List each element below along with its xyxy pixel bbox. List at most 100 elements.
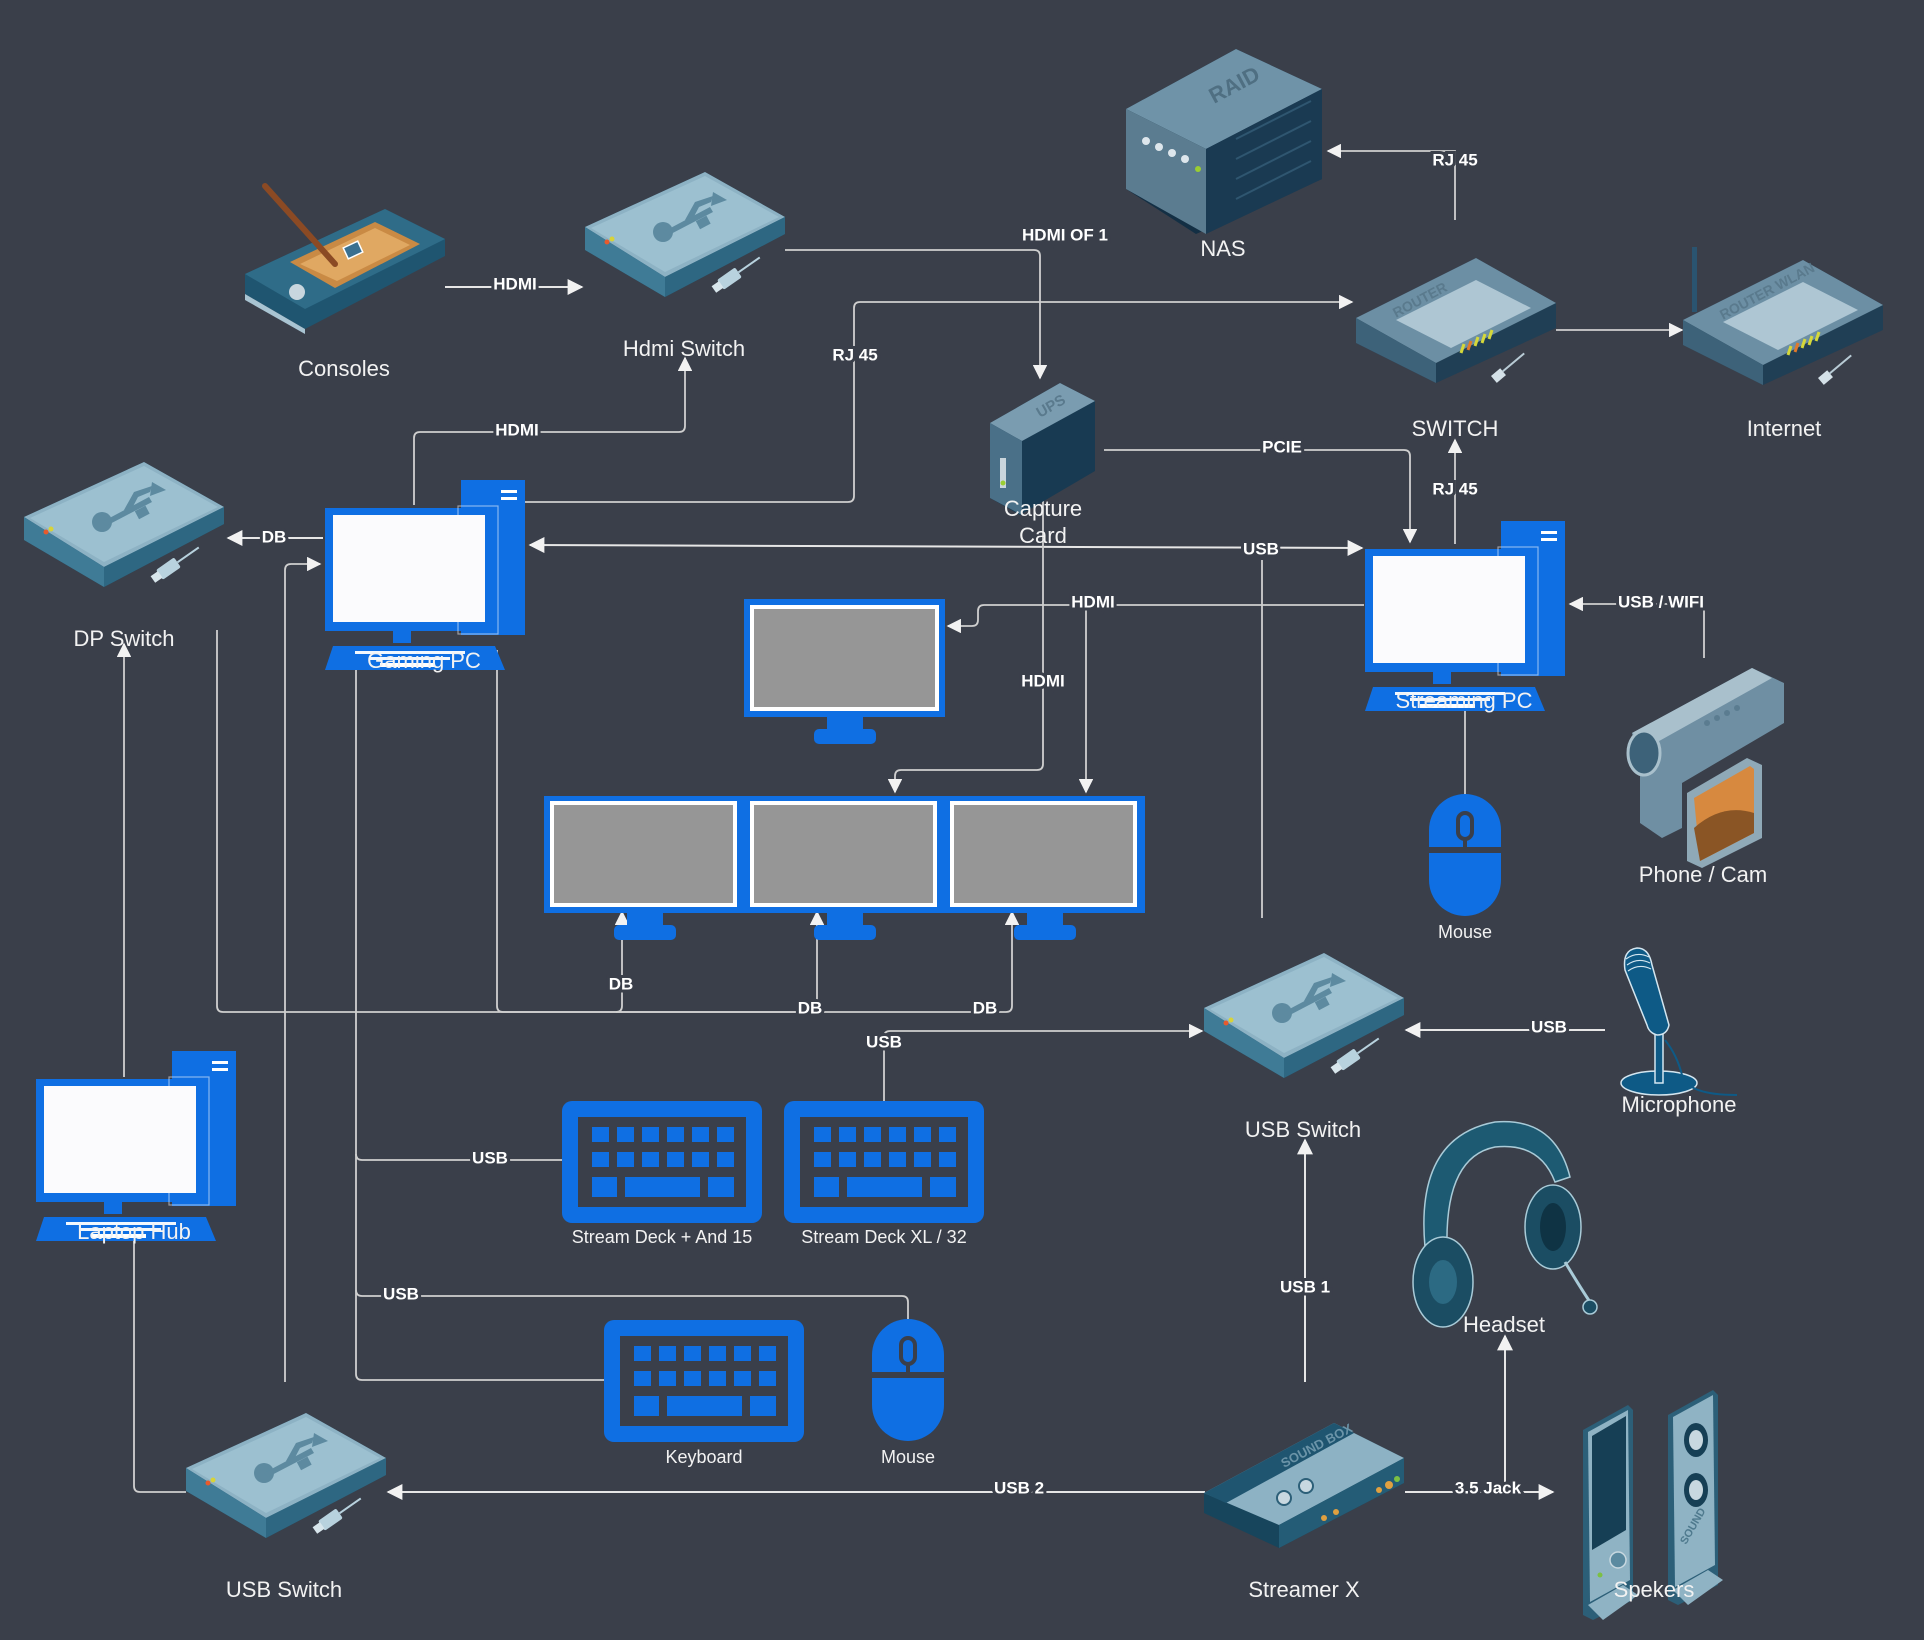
node-consoles[interactable]: Consoles bbox=[245, 183, 445, 381]
connection-labels: HDMI HDMI OF 1 HDMI RJ 45 RJ 45 RJ 45 PC… bbox=[259, 147, 1707, 1500]
headset-icon bbox=[1412, 1120, 1598, 1328]
monitor-icon bbox=[744, 599, 945, 744]
keyboard-icon bbox=[604, 1320, 804, 1442]
node-gaming-pc[interactable]: Gaming PC bbox=[324, 479, 526, 673]
wire-switch-nas bbox=[1326, 143, 1456, 220]
label-db-dp: DB bbox=[262, 527, 287, 546]
keyboard-label: Keyboard bbox=[665, 1447, 742, 1467]
wire-gaming-switch-rj45 bbox=[525, 294, 1354, 503]
label-pcie: PCIE bbox=[1262, 437, 1302, 456]
node-usb-switch-right[interactable]: USB Switch bbox=[1203, 952, 1405, 1142]
streamer-x-label: Streamer X bbox=[1248, 1577, 1360, 1602]
desktop-computer-icon bbox=[324, 479, 526, 671]
node-internet[interactable]: ROUTER WLAN Internet bbox=[1683, 247, 1883, 441]
usb-hub-icon bbox=[23, 461, 225, 588]
hdmi-switch-label: Hdmi Switch bbox=[623, 336, 745, 361]
node-mouse-gaming[interactable]: Mouse bbox=[870, 1317, 946, 1467]
label-db-2: DB bbox=[798, 998, 823, 1017]
raid-nas-icon: RAID bbox=[1126, 49, 1322, 234]
node-stream-deck-plus[interactable]: Stream Deck + And 15 bbox=[562, 1101, 762, 1247]
node-switch[interactable]: ROUTER SWITCH bbox=[1356, 258, 1556, 441]
node-monitor-triple[interactable] bbox=[544, 796, 1145, 940]
node-monitor-single[interactable] bbox=[744, 599, 945, 744]
wire-mouse-usb bbox=[355, 1289, 909, 1335]
desktop-computer-icon bbox=[35, 1050, 237, 1242]
desktop-computer-icon bbox=[1364, 520, 1566, 712]
internet-label: Internet bbox=[1747, 416, 1822, 441]
wire-capture-pcie bbox=[1104, 449, 1418, 544]
node-streamer-x[interactable]: SOUND BOX Streamer X bbox=[1204, 1420, 1404, 1602]
wire-capture-triple bbox=[887, 488, 1044, 794]
consoles-label: Consoles bbox=[298, 356, 390, 381]
mouse-gaming-label: Mouse bbox=[881, 1447, 935, 1467]
wire-laptop-usb-bottom bbox=[133, 1226, 186, 1493]
connections bbox=[116, 143, 1705, 1500]
node-usb-switch-bottom[interactable]: USB Switch bbox=[185, 1412, 387, 1602]
streaming-pc-label: Streaming PC bbox=[1396, 688, 1533, 713]
wire-hdmi-switch-capture bbox=[785, 249, 1048, 380]
label-usb-mic: USB bbox=[1531, 1017, 1567, 1036]
node-headset[interactable]: Headset bbox=[1412, 1120, 1598, 1337]
keyboard-icon bbox=[784, 1101, 984, 1223]
dp-switch-label: DP Switch bbox=[73, 626, 174, 651]
sound-box-icon: SOUND BOX bbox=[1204, 1420, 1404, 1548]
wire-gaming-hdmi-switch bbox=[413, 356, 693, 505]
handheld-console-icon bbox=[245, 183, 445, 334]
wire-cam-streaming bbox=[1568, 596, 1705, 658]
usb-hub-icon bbox=[1203, 952, 1405, 1079]
node-stream-deck-xl[interactable]: Stream Deck XL / 32 bbox=[784, 1101, 984, 1247]
node-laptop-hub[interactable]: Laptop Hub bbox=[35, 1050, 237, 1244]
label-hdmi-gaming: HDMI bbox=[495, 420, 538, 439]
microphone-label: Microphone bbox=[1622, 1092, 1737, 1117]
label-rj45-nas: RJ 45 bbox=[1432, 150, 1477, 169]
label-usb-mouse: USB bbox=[383, 1284, 419, 1303]
node-streaming-pc[interactable]: Streaming PC bbox=[1364, 520, 1566, 713]
node-dp-switch[interactable]: DP Switch bbox=[23, 461, 225, 651]
gaming-pc-label: Gaming PC bbox=[367, 648, 481, 673]
laptop-hub-label: Laptop Hub bbox=[77, 1219, 191, 1244]
label-db-1: DB bbox=[609, 974, 634, 993]
label-hdmi-streaming: HDMI bbox=[1071, 592, 1114, 611]
phone-cam-label: Phone / Cam bbox=[1639, 862, 1767, 887]
label-hdmi-consoles: HDMI bbox=[493, 274, 536, 293]
wire-deck-xl-usb bbox=[883, 1023, 1204, 1101]
capture-card-label-line2: Card bbox=[1019, 523, 1067, 548]
triple-monitor-icon bbox=[544, 796, 1145, 940]
node-hdmi-switch[interactable]: Hdmi Switch bbox=[584, 171, 786, 361]
node-microphone[interactable]: Microphone bbox=[1620, 947, 1738, 1117]
microphone-icon bbox=[1620, 947, 1738, 1096]
label-jack: 3.5 Jack bbox=[1455, 1478, 1522, 1497]
label-usb-2: USB 2 bbox=[994, 1478, 1044, 1497]
nas-label: NAS bbox=[1200, 236, 1245, 261]
node-capture-card[interactable]: UPS Capture Card bbox=[990, 383, 1095, 548]
node-mouse-streaming[interactable]: Mouse bbox=[1427, 792, 1503, 942]
mouse-icon bbox=[870, 1317, 946, 1443]
switch-label: SWITCH bbox=[1412, 416, 1499, 441]
mouse-streaming-label: Mouse bbox=[1438, 922, 1492, 942]
mouse-icon bbox=[1427, 792, 1503, 918]
label-hdmi-capture: HDMI bbox=[1021, 671, 1064, 690]
stream-deck-xl-label: Stream Deck XL / 32 bbox=[801, 1227, 966, 1247]
node-keyboard[interactable]: Keyboard bbox=[604, 1320, 804, 1467]
wire-usb-bottom-gaming bbox=[284, 556, 322, 1382]
label-usb-1: USB 1 bbox=[1280, 1277, 1330, 1296]
label-usb-deck-xl: USB bbox=[866, 1032, 902, 1051]
usb-switch-bottom-label: USB Switch bbox=[226, 1577, 342, 1602]
usb-hub-icon bbox=[185, 1412, 387, 1539]
node-phone-cam[interactable]: Phone / Cam bbox=[1626, 668, 1784, 887]
router-icon: ROUTER bbox=[1356, 258, 1556, 383]
node-nas[interactable]: RAID NAS bbox=[1126, 49, 1322, 261]
camcorder-icon bbox=[1626, 668, 1784, 868]
node-speakers[interactable]: SOUND Spekers bbox=[1583, 1390, 1723, 1620]
label-usb-pcs: USB bbox=[1243, 539, 1279, 558]
label-db-3: DB bbox=[973, 998, 998, 1017]
wire-db-2 bbox=[496, 650, 825, 1013]
wire-usb-pcs bbox=[528, 537, 1364, 556]
label-hdmi-of-1: HDMI OF 1 bbox=[1022, 225, 1108, 244]
usb-hub-icon bbox=[584, 171, 786, 298]
label-usb-deck-plus: USB bbox=[472, 1148, 508, 1167]
label-rj45-gaming: RJ 45 bbox=[832, 345, 877, 364]
capture-card-label-line1: Capture bbox=[1004, 496, 1082, 521]
stream-deck-plus-label: Stream Deck + And 15 bbox=[572, 1227, 753, 1247]
